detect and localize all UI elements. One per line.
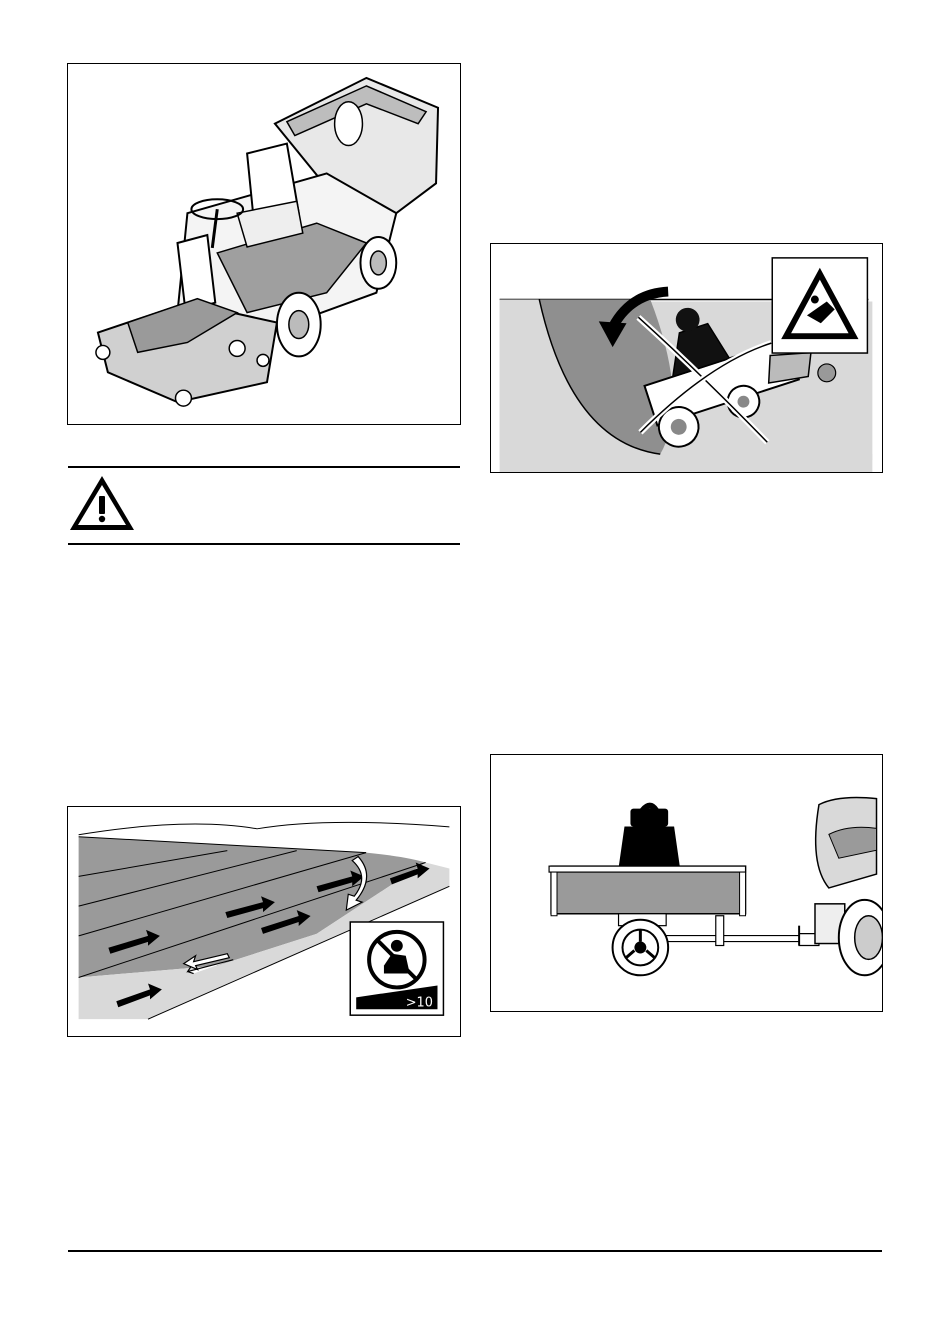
- footer-rule: [68, 1250, 882, 1252]
- trailer-towing-illustration: [491, 755, 882, 1011]
- warning-top-rule: [68, 466, 460, 468]
- figure-ditch-tipping: [490, 243, 883, 473]
- figure-mower-with-collector: [67, 63, 461, 425]
- tip-over-warning-icon: [772, 258, 867, 353]
- slope-limit-label: >10: [406, 995, 433, 1010]
- warning-block: [68, 474, 148, 534]
- warning-triangle-icon: [68, 474, 148, 534]
- no-slope-over-10-icon: >10: [350, 922, 443, 1015]
- tipping-hazard-illustration: [491, 244, 882, 472]
- slope-mowing-illustration: >10: [68, 807, 460, 1036]
- figure-trailer-towing: [490, 754, 883, 1012]
- ride-on-mower-illustration: [68, 64, 460, 424]
- warning-bottom-rule: [68, 543, 460, 545]
- figure-slope-mowing: >10: [67, 806, 461, 1037]
